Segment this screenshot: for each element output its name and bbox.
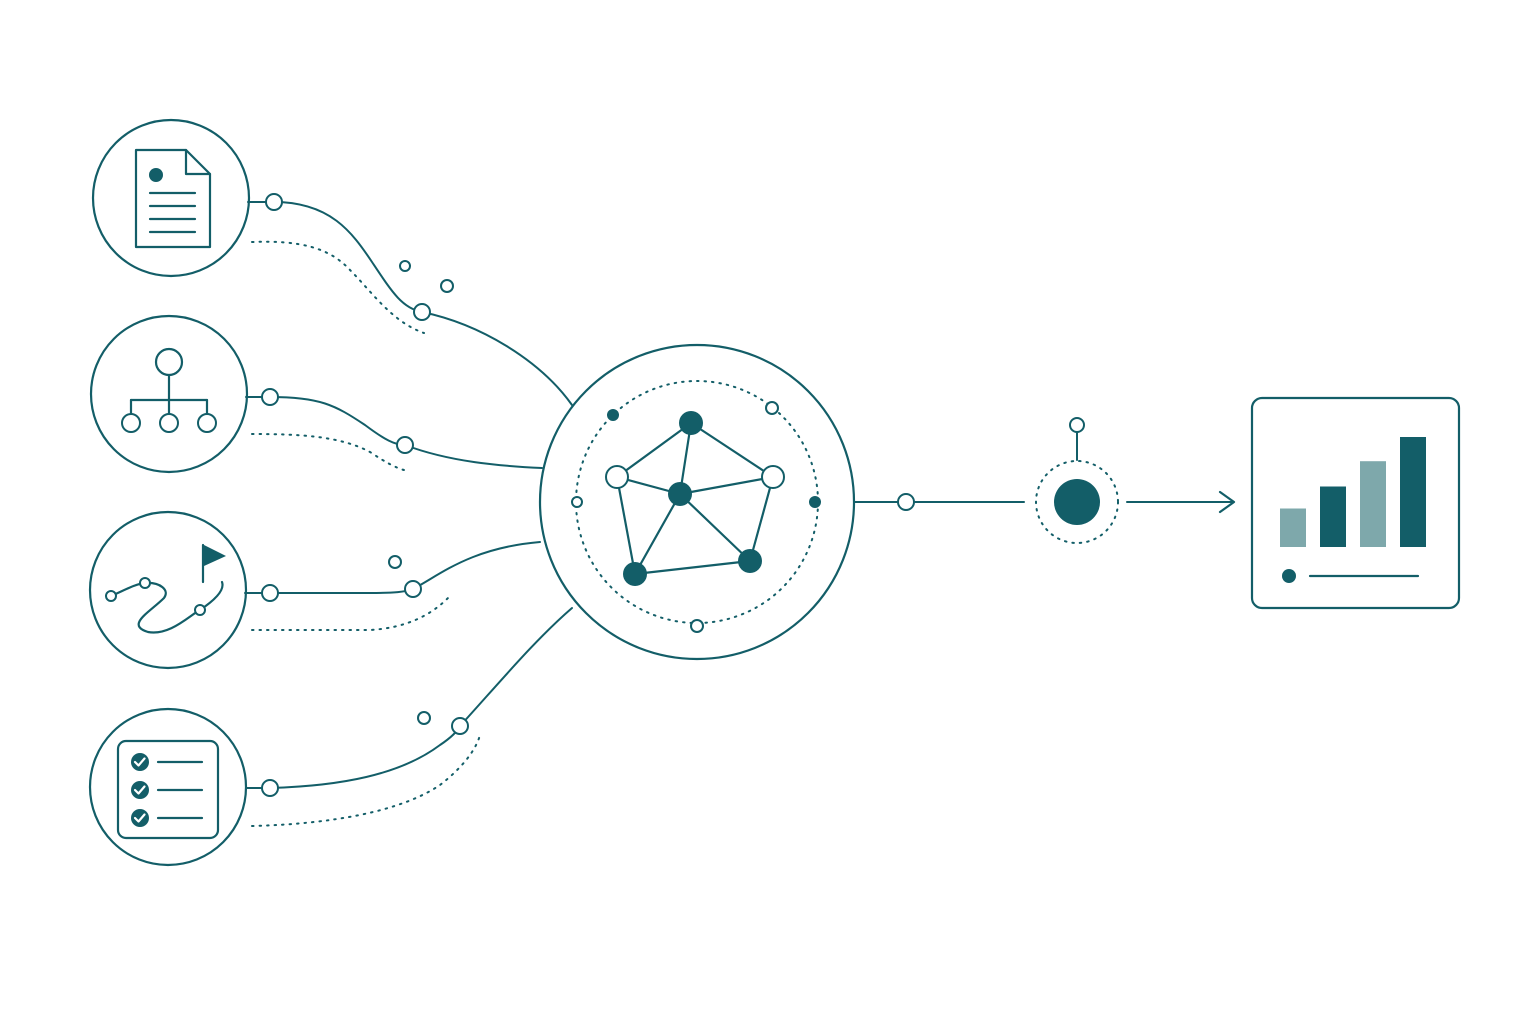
input-node-checklist: [88, 707, 248, 867]
document-icon: [134, 148, 212, 249]
port-route-mid: [404, 580, 422, 598]
arrow-head-icon: [1218, 490, 1236, 514]
port-route-start: [261, 584, 279, 602]
output-connectors: [854, 417, 1236, 544]
connector-document-dotted: [251, 240, 425, 334]
checklist-icon: [116, 739, 220, 840]
processing-node-icon: [1035, 417, 1119, 544]
float-dot-3: [388, 555, 402, 569]
connector-hierarchy: [245, 396, 543, 469]
chart-bar: [1320, 486, 1346, 547]
hub-orbit-dot-1: [607, 409, 619, 421]
hub-node: [538, 343, 856, 661]
port-checklist-mid: [451, 717, 469, 735]
chart-bar: [1400, 437, 1426, 547]
input-node-route: [88, 510, 248, 670]
chart-bar: [1360, 461, 1386, 547]
hierarchy-icon: [121, 347, 217, 433]
connector-route-dotted: [251, 597, 449, 631]
network-graph-icon: [605, 411, 785, 586]
chart-bar: [1280, 508, 1306, 547]
connector-checklist: [245, 607, 573, 789]
port-hierarchy-start: [261, 388, 279, 406]
connector-document: [247, 201, 573, 406]
hub-orbit-dot-5: [690, 619, 704, 633]
float-dot-4: [417, 711, 431, 725]
port-hierarchy-mid: [396, 436, 414, 454]
input-connectors: [244, 193, 573, 827]
port-hub-out: [897, 493, 915, 511]
float-dot-1: [399, 260, 411, 272]
output-chart-card: [1250, 396, 1461, 610]
port-document-start: [265, 193, 283, 211]
port-document-mid: [413, 303, 431, 321]
connector-hierarchy-dotted: [251, 433, 405, 471]
float-dot-2: [440, 279, 454, 293]
hub-orbit-dot-2: [765, 401, 779, 415]
chart-legend-dot: [1282, 569, 1296, 583]
route-flag-icon: [105, 543, 226, 634]
hub-orbit-dot-4: [809, 496, 821, 508]
connector-checklist-dotted: [251, 734, 481, 827]
input-node-document: [91, 118, 251, 278]
input-node-hierarchy: [89, 314, 249, 474]
port-checklist-start: [261, 779, 279, 797]
hub-orbit-dot-3: [571, 496, 583, 508]
bar-chart-icon: [1280, 437, 1426, 547]
